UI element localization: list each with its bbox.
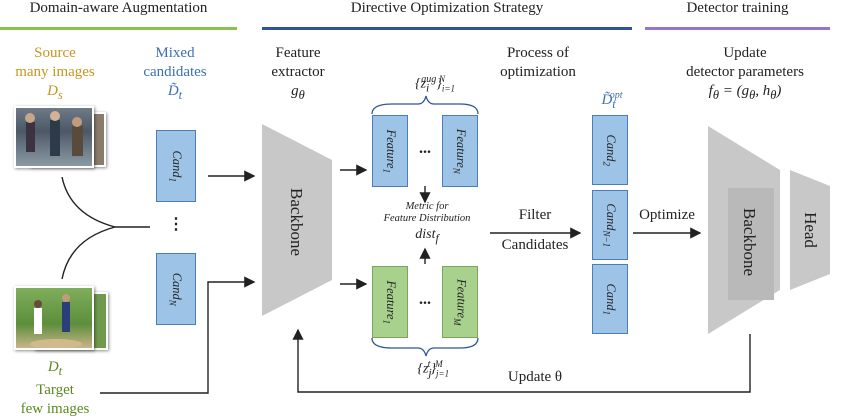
extractor-backbone-shape <box>262 124 332 316</box>
aug-brace <box>371 95 479 115</box>
extractor-backbone-label: Backbone <box>286 188 306 256</box>
detector-backbone-inner <box>728 188 774 300</box>
section-augmentation-underline <box>0 27 237 30</box>
optimize-label: Optimize <box>639 207 695 223</box>
aug-feature-last: FeatureN <box>442 115 478 187</box>
target-photo-figures <box>30 294 82 348</box>
optimal-set-label: D̃topt <box>601 90 623 111</box>
section-detector-title: Detector training <box>686 0 789 16</box>
target-feature-last: FeatureM <box>442 266 478 338</box>
source-photo-figures <box>25 111 83 156</box>
section-augmentation-title: Domain-aware Augmentation <box>29 0 208 16</box>
target-label: Dt Target few images <box>20 359 90 417</box>
detector-head-label: Head <box>800 212 820 248</box>
target-feature-dots: ... <box>419 291 431 308</box>
aug-feature-first: Feature1 <box>372 115 408 187</box>
optimal-cand-0: Cand2 <box>592 115 628 185</box>
metric-label: Metric for Feature Distribution distf <box>383 201 471 245</box>
filter-label-top: Filter <box>518 207 552 223</box>
section-optimization-title: Directive Optimization Strategy <box>350 0 544 16</box>
optimal-cand-2: Cand1 <box>592 264 628 334</box>
detector-head-shape <box>790 170 830 290</box>
target-brace <box>371 337 479 357</box>
merge-arrows <box>61 176 150 280</box>
feature-extractor-label: Feature extractor gθ <box>271 45 325 102</box>
mixed-candidates-label: Mixed candidates D̃t <box>143 45 207 102</box>
section-detector-underline <box>645 27 830 30</box>
update-params-label: Update detector parameters fθ = (gθ, hθ) <box>686 45 804 102</box>
section-optimization-underline <box>262 27 632 30</box>
aug-set-notation: {ziaug}i=1N <box>415 74 455 95</box>
filter-label-bottom: Candidates <box>501 237 569 253</box>
candidate-dots: ⋮ <box>168 216 184 233</box>
source-photo-front <box>14 106 94 168</box>
source-label: Source many images Ds <box>15 45 95 102</box>
candidate-box-first: Cand1 <box>156 130 196 202</box>
aug-feature-dots: ... <box>419 140 431 157</box>
detector-backbone-label: Backbone <box>739 208 759 276</box>
target-photo-front <box>14 286 94 350</box>
target-set-notation: {zjt}j=1M <box>417 359 450 380</box>
update-theta-label: Update θ <box>507 369 563 385</box>
process-label: Process of optimization <box>500 45 576 80</box>
candidate-box-last: CandN <box>156 253 196 325</box>
optimal-cand-1: CandN−1 <box>592 190 628 260</box>
target-feature-first: Feature1 <box>372 266 408 338</box>
